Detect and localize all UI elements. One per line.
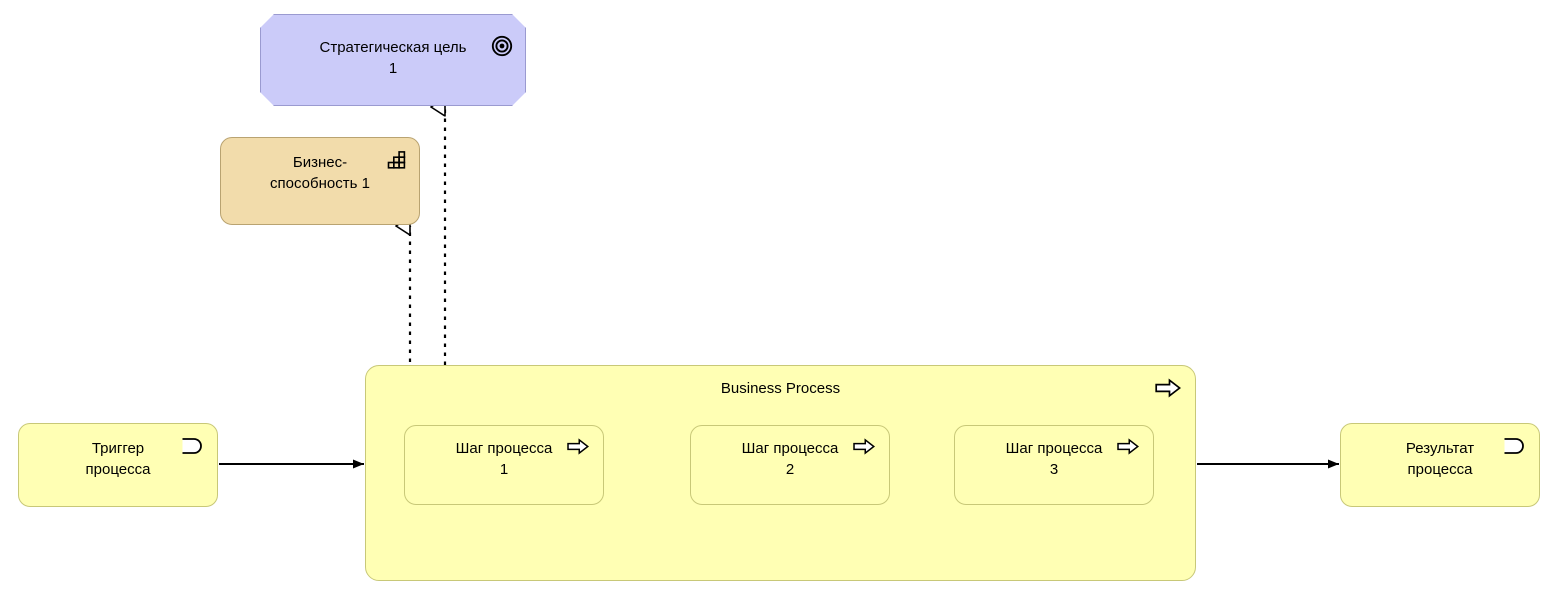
process-step-2-label: Шаг процесса 2 <box>741 440 839 479</box>
process-step-1-label: Шаг процесса 1 <box>455 440 553 479</box>
process-step-3-label: Шаг процесса 3 <box>1005 440 1103 479</box>
business-event-icon <box>181 436 205 456</box>
node-process-step-1[interactable]: Шаг процесса 1 <box>404 425 604 505</box>
goal-target-icon <box>491 35 513 57</box>
node-process-result[interactable]: Результат процесса <box>1340 423 1540 507</box>
strategic-goal-label: Стратегическая цель 1 <box>319 39 467 78</box>
process-trigger-label: Триггер процесса <box>85 440 151 479</box>
process-arrow-icon <box>1155 378 1181 398</box>
business-event-icon <box>1503 436 1527 456</box>
capability-blocks-icon <box>387 150 407 170</box>
business-capability-label: Бизнес- способность 1 <box>270 154 370 193</box>
node-process-step-2[interactable]: Шаг процесса 2 <box>690 425 890 505</box>
process-arrow-icon <box>567 438 589 455</box>
process-arrow-icon <box>1117 438 1139 455</box>
node-strategic-goal[interactable]: Стратегическая цель 1 <box>260 14 526 106</box>
node-process-step-3[interactable]: Шаг процесса 3 <box>954 425 1154 505</box>
business-process-title: Business Process <box>720 380 841 397</box>
process-result-label: Результат процесса <box>1405 440 1475 479</box>
process-arrow-icon <box>853 438 875 455</box>
node-process-trigger[interactable]: Триггер процесса <box>18 423 218 507</box>
node-business-capability[interactable]: Бизнес- способность 1 <box>220 137 420 225</box>
